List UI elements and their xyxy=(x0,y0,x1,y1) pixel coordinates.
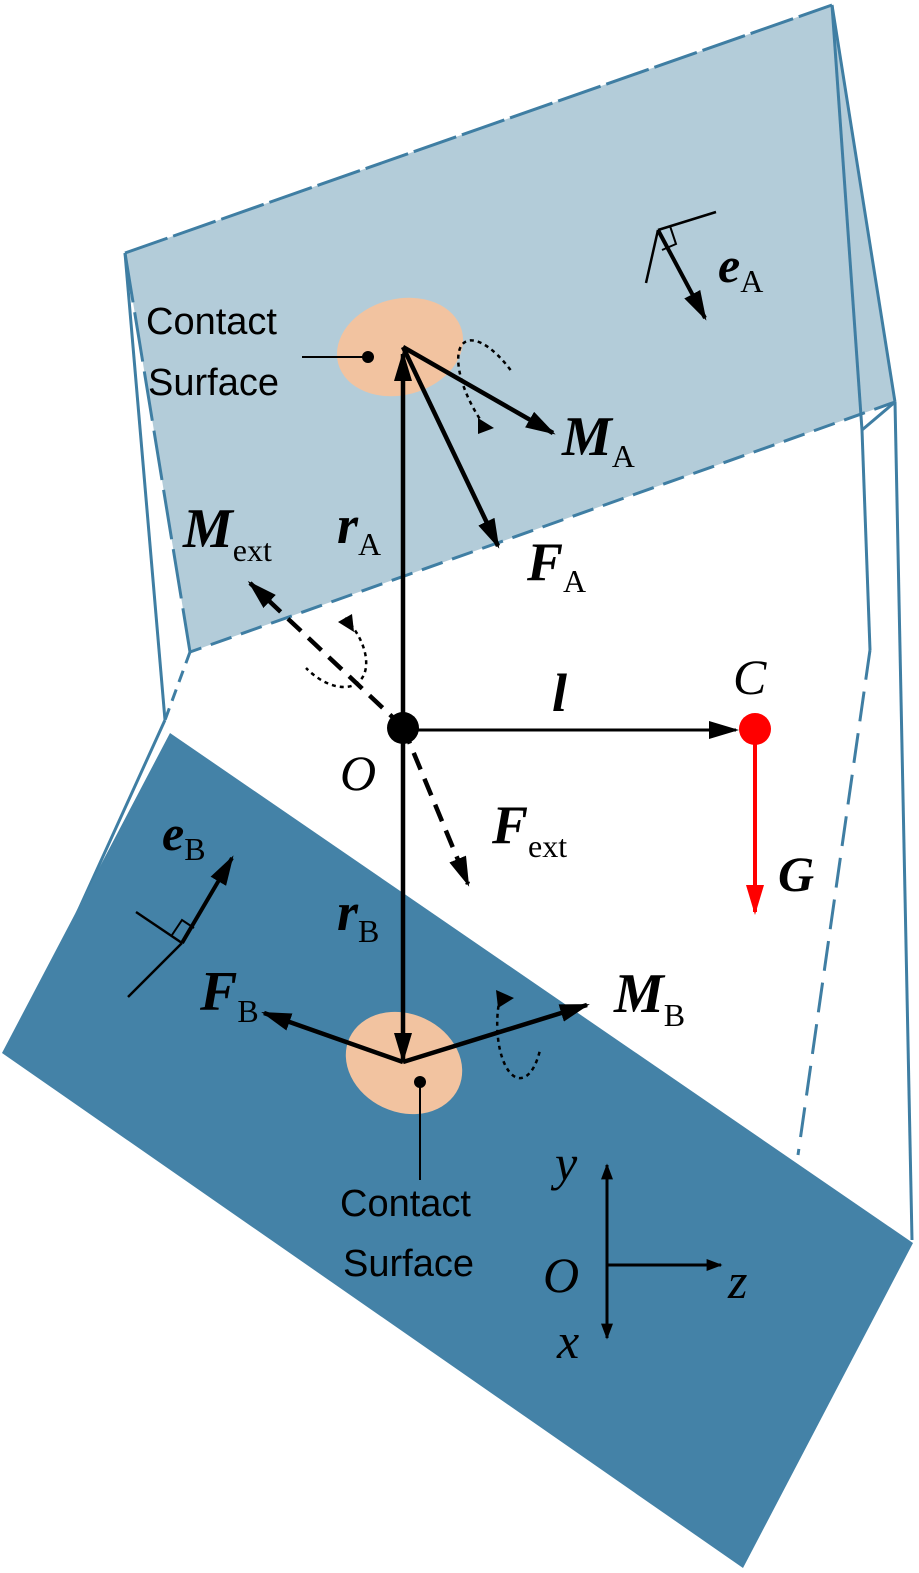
contact-surface-b-line2: Surface xyxy=(343,1243,474,1285)
vector-f-ext xyxy=(400,726,471,887)
label-r-a: rA xyxy=(337,495,381,562)
moment-b-arrowhead xyxy=(496,990,514,1008)
vector-m-a xyxy=(401,345,556,435)
label-m-ext: Mext xyxy=(182,498,272,568)
side-edge-right-vertical xyxy=(893,401,914,1241)
plate-a-bottom-edge xyxy=(189,400,896,654)
axis-label-origin: O xyxy=(543,1247,579,1303)
label-o: O xyxy=(340,745,376,801)
label-m-a: MA xyxy=(561,406,635,474)
label-e-a: eA xyxy=(718,237,763,299)
origin-point xyxy=(387,712,419,744)
vector-m-ext xyxy=(247,580,405,729)
label-e-b: eB xyxy=(162,805,206,867)
label-c: C xyxy=(733,649,767,705)
moment-a-arrowhead xyxy=(478,418,494,434)
moment-a-circle xyxy=(456,339,514,426)
vector-f-b xyxy=(261,1010,404,1065)
side-edge-left-outer xyxy=(123,252,167,721)
contact-ellipse-a xyxy=(336,297,464,397)
moment-ext-circle xyxy=(305,617,368,689)
normal-e-a-symbol xyxy=(644,210,717,321)
label-f-ext: Fext xyxy=(491,795,567,864)
vector-f-a xyxy=(400,346,501,549)
side-edge-right-dashed xyxy=(796,649,872,1156)
label-f-a: FA xyxy=(526,532,586,599)
contact-surface-a-line1: Contact xyxy=(146,301,277,343)
plate-a xyxy=(125,5,895,652)
axis-label-x: x xyxy=(556,1313,579,1369)
contact-surface-a-line2: Surface xyxy=(148,362,279,404)
moment-b-circle xyxy=(495,997,542,1080)
label-m-b: MB xyxy=(613,963,685,1033)
axis-label-z: z xyxy=(727,1253,747,1309)
moment-ext-arrowhead xyxy=(338,614,354,632)
side-edge-left-dashed xyxy=(163,651,192,721)
label-f-b: FB xyxy=(199,961,259,1029)
contact-surface-b-line1: Contact xyxy=(340,1183,471,1225)
plate-a-top-edge xyxy=(124,3,833,255)
plate-a-left-edge xyxy=(123,252,192,653)
side-edge-right-long xyxy=(861,400,896,432)
side-edge-right-inner xyxy=(860,429,872,651)
axis-label-y: y xyxy=(550,1135,578,1191)
plate-b xyxy=(2,733,913,1568)
normal-e-b-symbol xyxy=(127,855,234,998)
plate-a-right-edge xyxy=(830,4,897,403)
label-g: G xyxy=(778,846,814,902)
label-l: l xyxy=(552,663,567,723)
label-r-b: rB xyxy=(337,882,379,949)
vector-m-b xyxy=(402,1002,590,1065)
side-edge-right-outer xyxy=(830,4,864,431)
